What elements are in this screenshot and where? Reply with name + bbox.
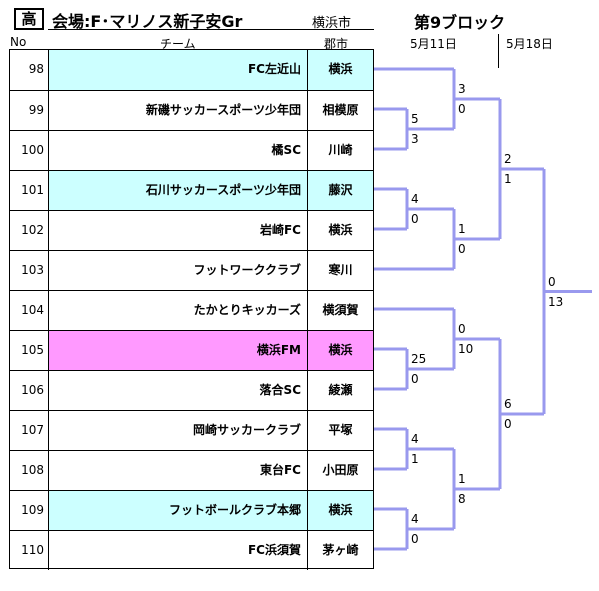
date-divider [498, 34, 499, 68]
match-score: 4 [411, 512, 419, 526]
team-city: 綾瀬 [328, 383, 353, 397]
match-score: 1 [458, 222, 466, 236]
match-score: 8 [458, 492, 466, 506]
team-name: FC左近山 [49, 50, 308, 90]
match-score: 10 [458, 342, 474, 356]
team-city: 横浜 [328, 223, 353, 237]
date-round1: 5月11日 [410, 37, 457, 51]
team-number: 102 [10, 211, 49, 250]
team-name: 横浜FM [49, 331, 308, 370]
match-score: 0 [458, 242, 466, 256]
block-title: 第9ブロック [414, 13, 506, 32]
match-score: 0 [411, 372, 419, 386]
match-score: 25 [411, 352, 427, 366]
team-number: 104 [10, 291, 49, 330]
match-score: 1 [504, 172, 512, 186]
category-badge: 高 [14, 8, 44, 30]
team-name: 新磯サッカースポーツ少年団 [49, 91, 308, 130]
team-city: 小田原 [322, 463, 359, 477]
team-number: 108 [10, 451, 49, 490]
team-name: 石川サッカースポーツ少年団 [49, 171, 308, 210]
team-name: たかとりキッカーズ [49, 291, 308, 330]
match-score: 5 [411, 112, 419, 126]
team-city: 横須賀 [322, 303, 359, 317]
team-number: 106 [10, 371, 49, 410]
team-city: 横浜 [308, 50, 373, 90]
team-city: 平塚 [328, 423, 353, 437]
team-number: 105 [10, 331, 49, 370]
match-score: 0 [548, 274, 556, 289]
team-name: 岩崎FC [49, 211, 308, 250]
match-score: 1 [458, 472, 466, 486]
team-name: 橘SC [49, 131, 308, 170]
match-score: 2 [504, 152, 512, 166]
team-number: 101 [10, 171, 49, 210]
match-score: 0 [411, 212, 419, 226]
team-number: 110 [10, 531, 49, 570]
team-city: 横浜 [308, 331, 373, 370]
match-score: 1 [411, 452, 419, 466]
team-city: 川崎 [328, 143, 353, 157]
team-name: FC浜須賀 [49, 531, 308, 570]
team-name: 東台FC [49, 451, 308, 490]
team-name: 岡崎サッカークラブ [49, 411, 308, 450]
title-underline [48, 29, 374, 30]
team-number: 109 [10, 491, 49, 530]
team-number: 100 [10, 131, 49, 170]
team-name: 落合SC [49, 371, 308, 410]
team-city: 横浜 [308, 491, 373, 530]
match-score: 4 [411, 432, 419, 446]
match-score: 3 [411, 132, 419, 146]
team-number: 107 [10, 411, 49, 450]
match-score: 4 [411, 192, 419, 206]
city-label: 横浜市 [312, 16, 352, 31]
team-number: 99 [10, 91, 49, 130]
team-city: 茅ヶ崎 [322, 543, 359, 557]
match-score: 0 [458, 102, 466, 116]
match-score: 0 [458, 322, 466, 336]
team-city: 藤沢 [308, 171, 373, 210]
match-score: 0 [504, 417, 512, 431]
team-number: 103 [10, 251, 49, 290]
column-header-city: 郡市 [324, 37, 349, 51]
team-name: フットワーククラブ [49, 251, 308, 290]
match-score: 6 [504, 397, 512, 411]
date-round2: 5月18日 [506, 37, 553, 51]
column-header-no: No [10, 35, 27, 49]
match-score: 13 [548, 294, 564, 309]
team-city: 寒川 [328, 263, 353, 277]
team-number: 98 [10, 50, 49, 90]
match-score: 0 [411, 532, 419, 546]
team-city: 相模原 [322, 103, 359, 117]
team-name: フットボールクラブ本郷 [49, 491, 308, 530]
venue-title: 会場:F･マリノス新子安Gr [52, 12, 243, 31]
match-score: 3 [458, 82, 466, 96]
column-header-team: チーム [160, 37, 196, 51]
